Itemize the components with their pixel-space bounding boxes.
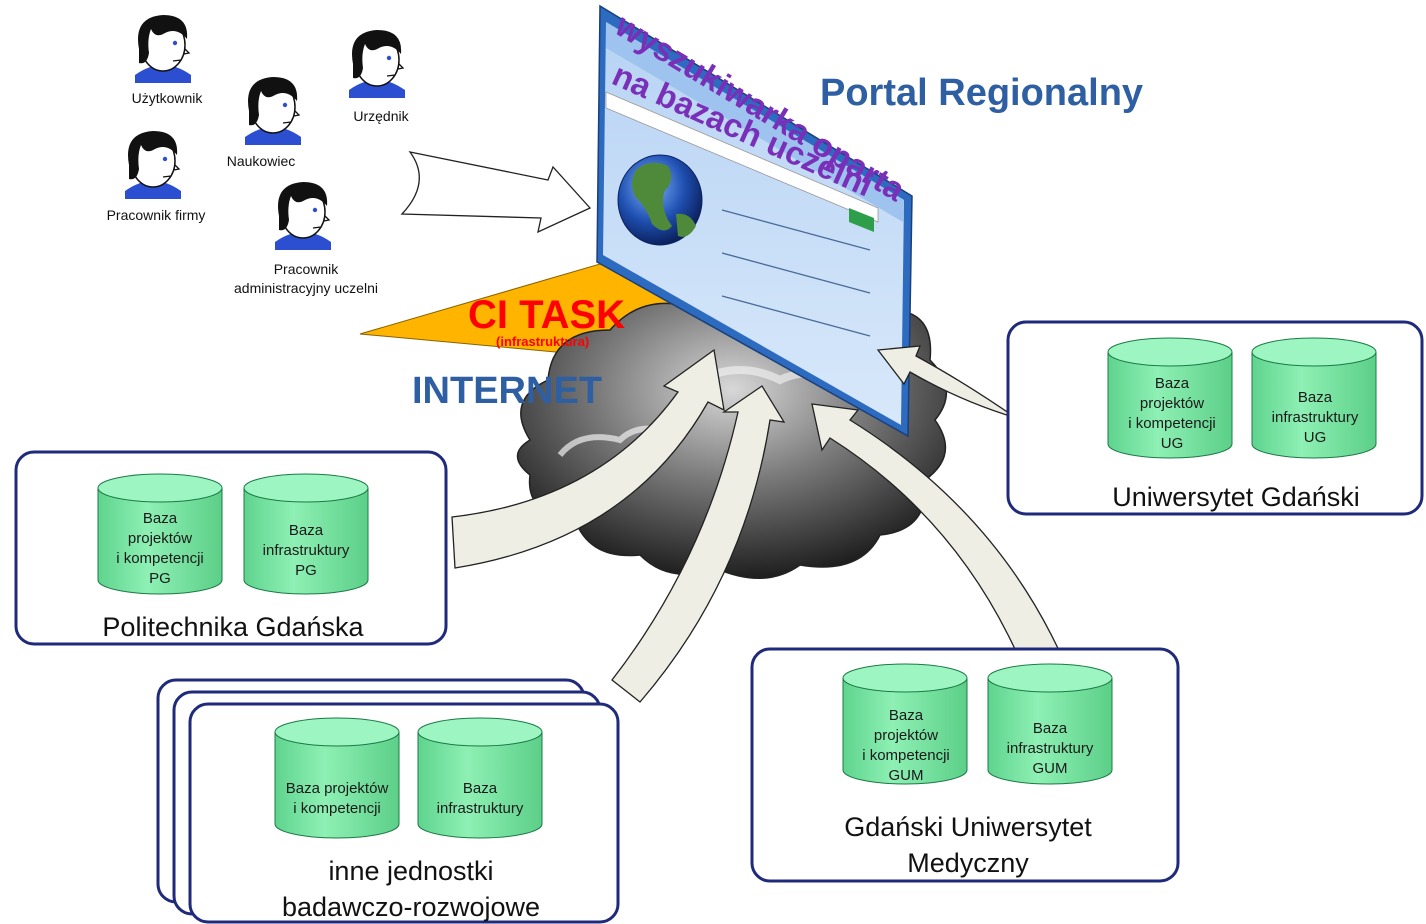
database-icon <box>842 663 968 785</box>
institution-name: Gdański Uniwersytet <box>844 812 1092 842</box>
data-flow-arrows <box>451 345 1079 703</box>
db-label: i kompetencji <box>862 747 950 764</box>
user-label: Naukowiec <box>227 153 295 169</box>
db-label: Baza projektów <box>286 780 389 797</box>
db-label: Baza <box>889 707 924 724</box>
person-icon <box>134 14 192 84</box>
db-label: i kompetencji <box>116 550 204 567</box>
db-label: projektów <box>874 727 938 744</box>
portal-window: wyszukiwarka oparta na bazach uczelni <box>596 4 913 438</box>
citask-sublabel: (infrastruktura) <box>496 334 589 349</box>
db-label: projektów <box>128 530 192 547</box>
db-label: Baza <box>143 510 178 527</box>
internet-label: INTERNET <box>412 370 602 412</box>
user-label: administracyjny uczelni <box>234 280 378 296</box>
institution-name: inne jednostki <box>328 856 493 886</box>
institution-gum: Baza projektów i kompetencji GUM Baza in… <box>750 647 1180 883</box>
db-label: GUM <box>889 767 924 784</box>
institution-pg: Baza projektów i kompetencji PG Baza inf… <box>14 450 448 646</box>
institution-name: Uniwersytet Gdański <box>1112 482 1360 512</box>
person-icon <box>274 181 332 251</box>
db-label: GUM <box>1033 760 1068 777</box>
person-icon <box>348 29 406 99</box>
user-label: Urzędnik <box>353 108 409 124</box>
user-pracownik-administracyjny: Pracownik administracyjny uczelni <box>234 181 378 296</box>
user-urzednik: Urzędnik <box>348 29 410 124</box>
user-label: Pracownik firmy <box>107 207 206 223</box>
db-label: UG <box>1304 429 1327 446</box>
arrow-gum-to-portal <box>811 403 1063 668</box>
arrow-pg-to-portal <box>451 348 725 569</box>
db-label: Baza <box>1155 375 1190 392</box>
users-to-portal-arrow <box>400 151 592 234</box>
database-icon <box>274 717 400 839</box>
db-label: infrastruktury <box>437 800 524 817</box>
db-label: Baza <box>289 522 324 539</box>
globe-icon <box>617 154 703 246</box>
db-label: i kompetencji <box>1128 415 1216 432</box>
db-label: infrastruktury <box>1007 740 1094 757</box>
db-label: i kompetencji <box>293 800 381 817</box>
arrow-other-to-portal <box>611 385 786 703</box>
db-label: infrastruktury <box>1272 409 1359 426</box>
database-icon <box>417 717 543 839</box>
institution-name: Politechnika Gdańska <box>102 612 364 642</box>
db-label: infrastruktury <box>263 542 350 559</box>
user-naukowiec: Naukowiec <box>227 76 302 169</box>
user-pracownik-firmy: Pracownik firmy <box>107 130 206 223</box>
user-label: Użytkownik <box>132 90 204 106</box>
db-label: PG <box>295 562 317 579</box>
institution-other: Baza projektów i kompetencji Baza infras… <box>156 678 620 924</box>
portal-title: Portal Regionalny <box>820 72 1143 114</box>
db-label: Baza <box>463 780 498 797</box>
institution-ug: Baza projektów i kompetencji UG Baza inf… <box>1006 320 1424 516</box>
citask-label: CI TASK <box>468 293 625 337</box>
db-label: projektów <box>1140 395 1204 412</box>
user-uzytkownik: Użytkownik <box>132 14 204 106</box>
user-label: Pracownik <box>274 261 340 277</box>
db-label: Baza <box>1298 389 1333 406</box>
person-icon <box>244 76 302 146</box>
db-label: Baza <box>1033 720 1068 737</box>
institution-name: Medyczny <box>907 848 1029 878</box>
db-label: PG <box>149 570 171 587</box>
person-icon <box>124 130 182 200</box>
institution-name: badawczo-rozwojowe <box>282 892 540 922</box>
db-label: UG <box>1161 435 1184 452</box>
